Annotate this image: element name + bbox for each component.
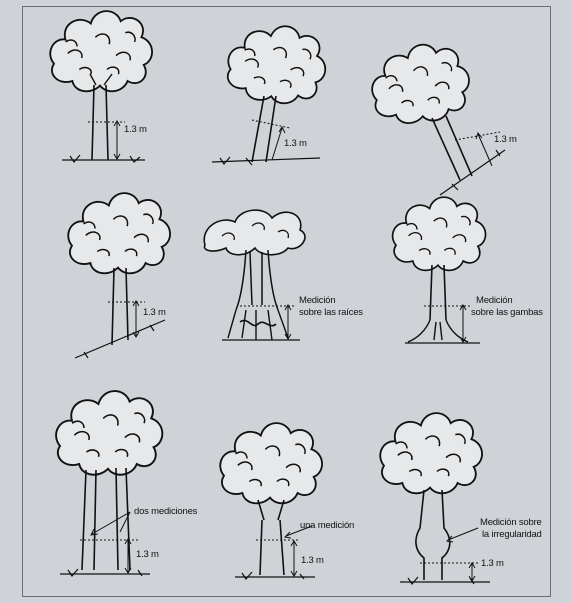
label-root-line1: Medición [299,295,335,306]
label-height-2: 1.3 m [284,138,307,149]
label-buttress-line2: sobre las gambas [471,307,543,318]
label-height-4: 1.3 m [143,307,166,318]
label-root-line2: sobre las raíces [299,307,363,318]
label-buttress-line1: Medición [476,295,512,306]
label-height-9: 1.3 m [481,558,504,569]
panel-slope-tree [368,40,505,195]
panel-irregular-tree [380,413,490,584]
label-height-8: 1.3 m [301,555,324,566]
label-one-measurement: una medición [300,520,354,531]
label-irregular-line1: Medición sobre [480,517,542,528]
panel-leaning-tree [212,19,331,165]
panel-root-tree [204,210,305,340]
panel-straight-tree [50,11,152,162]
label-height-1: 1.3 m [124,124,147,135]
label-height-3: 1.3 m [494,134,517,145]
label-two-measurements: dos mediciones [134,506,197,517]
panel-hillside-tree [68,193,170,358]
label-irregular-line2: la irregularidad [482,529,542,540]
label-height-7: 1.3 m [136,549,159,560]
panel-buttress-tree [393,197,486,343]
